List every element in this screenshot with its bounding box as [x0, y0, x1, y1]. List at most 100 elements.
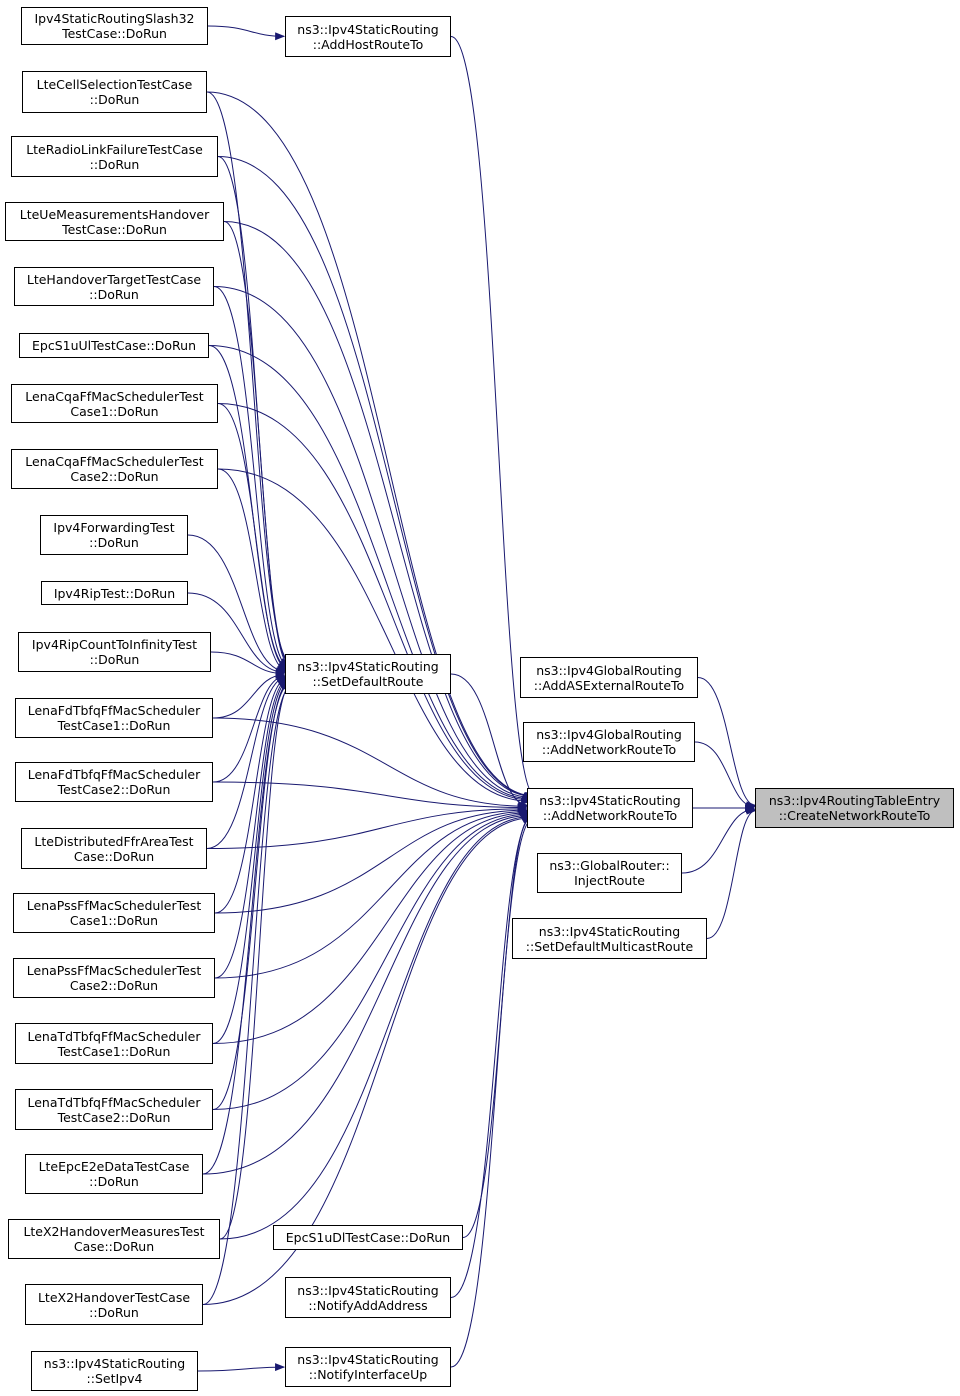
graph-node-label: Case2::DoRun — [69, 978, 159, 993]
graph-node-label: ::DoRun — [89, 92, 140, 107]
graph-node-label: EpcS1uDlTestCase::DoRun — [285, 1230, 451, 1245]
edge-uemeas-to-setdefault — [223, 221, 291, 669]
edge-cqa2-to-setdefault — [217, 468, 288, 674]
graph-node-label: ns3::Ipv4StaticRouting — [297, 1352, 439, 1367]
graph-node-rip[interactable]: Ipv4RipTest::DoRun — [41, 581, 188, 605]
graph-node-label: ns3::Ipv4RoutingTableEntry — [768, 793, 941, 808]
edge-x2ho-to-addnet — [202, 813, 533, 1305]
edge-x2meas-to-setdefault — [219, 681, 292, 1240]
edge-dffr-to-addnet — [206, 804, 528, 849]
graph-node-label: LteX2HandoverTestCase — [37, 1289, 191, 1305]
graph-node-label: ::DoRun — [89, 652, 140, 667]
graph-node-label: ::DoRun — [89, 535, 139, 550]
graph-node-label: Ipv4RipCountToInfinityTest — [31, 637, 198, 652]
graph-node-label: Ipv4ForwardingTest — [53, 520, 175, 535]
graph-node-addnet[interactable]: ns3::Ipv4StaticRouting::AddNetworkRouteT… — [527, 788, 693, 828]
graph-node-epcdl[interactable]: EpcS1uDlTestCase::DoRun — [273, 1225, 463, 1250]
graph-node-label: ::DoRun — [89, 156, 140, 172]
graph-node-label: ns3::Ipv4StaticRouting — [539, 793, 681, 808]
graph-node-label: ns3::Ipv4StaticRouting — [43, 1356, 186, 1371]
graph-node-epcul[interactable]: EpcS1uUlTestCase::DoRun — [19, 333, 209, 358]
edge-uemeas-to-addnet — [223, 221, 535, 801]
graph-node-label: LenaTdTbfqFfMacScheduler — [27, 1028, 201, 1044]
graph-node-setdefault[interactable]: ns3::Ipv4StaticRouting::SetDefaultRoute — [285, 654, 451, 694]
graph-node-ripinf[interactable]: Ipv4RipCountToInfinityTest::DoRun — [18, 632, 211, 672]
graph-node-gr_addnet[interactable]: ns3::Ipv4GlobalRouting::AddNetworkRouteT… — [523, 722, 695, 762]
edge-fwd-to-setdefault — [187, 534, 287, 676]
graph-node-fwd[interactable]: Ipv4ForwardingTest::DoRun — [40, 515, 188, 555]
graph-node-label: ::DoRun — [89, 286, 139, 302]
graph-node-notifyaddr[interactable]: ns3::Ipv4StaticRouting::NotifyAddAddress — [285, 1277, 451, 1318]
edge-rip-to-setdefault — [187, 592, 286, 677]
graph-node-rlf[interactable]: LteRadioLinkFailureTestCase::DoRun — [11, 136, 218, 177]
graph-node-cellsel[interactable]: LteCellSelectionTestCase::DoRun — [22, 71, 207, 113]
edge-addhost-to-addnet — [450, 36, 537, 800]
graph-node-label: Case1::DoRun — [70, 403, 159, 419]
graph-node-label: ::SetDefaultMulticastRoute — [525, 938, 694, 954]
graph-node-label: ns3::Ipv4StaticRouting — [297, 659, 439, 674]
graph-node-label: TestCase1::DoRun — [57, 1043, 171, 1059]
graph-node-label: LenaCqaFfMacSchedulerTest — [25, 454, 204, 469]
edge-dffr-to-setdefault — [206, 673, 288, 849]
graph-node-hotarget[interactable]: LteHandoverTargetTestCase::DoRun — [14, 267, 214, 306]
graph-node-label: ::DoRun — [89, 1304, 139, 1320]
graph-node-label: LteEpcE2eDataTestCase — [38, 1159, 190, 1174]
graph-node-label: LenaCqaFfMacSchedulerTest — [25, 388, 204, 404]
graph-node-label: Case::DoRun — [73, 848, 155, 864]
edge-notifyup-to-addnet — [450, 815, 534, 1368]
graph-node-e2e[interactable]: LteEpcE2eDataTestCase::DoRun — [25, 1154, 203, 1194]
graph-node-setmcast[interactable]: ns3::Ipv4StaticRouting::SetDefaultMultic… — [512, 918, 707, 959]
graph-node-label: Ipv4StaticRoutingSlash32 — [34, 11, 195, 26]
edge-hotarget-to-setdefault — [213, 286, 290, 671]
edge-td2-to-setdefault — [212, 678, 291, 1110]
edge-td1-to-setdefault — [212, 677, 290, 1044]
graph-node-label: LenaPssFfMacSchedulerTest — [26, 963, 202, 978]
graph-node-inject[interactable]: ns3::GlobalRouter::InjectRoute — [537, 853, 682, 893]
graph-node-label: ns3::Ipv4GlobalRouting — [536, 662, 682, 678]
graph-node-label: LenaFdTbfqFfMacScheduler — [27, 767, 201, 782]
graph-node-target[interactable]: ns3::Ipv4RoutingTableEntry::CreateNetwor… — [755, 788, 954, 828]
graph-node-label: ::NotifyInterfaceUp — [308, 1367, 428, 1382]
edge-pss1-to-addnet — [214, 806, 529, 914]
graph-node-label: ::AddNetworkRouteTo — [541, 742, 677, 757]
graph-node-label: ns3::Ipv4StaticRouting — [538, 923, 681, 939]
edge-x2ho-to-setdefault — [202, 682, 293, 1305]
graph-node-label: LenaTdTbfqFfMacScheduler — [27, 1094, 201, 1110]
graph-node-label: ::NotifyAddAddress — [308, 1297, 428, 1313]
graph-node-x2ho[interactable]: LteX2HandoverTestCase::DoRun — [25, 1284, 203, 1325]
edge-x2meas-to-addnet — [219, 812, 533, 1240]
graph-node-gr_asext[interactable]: ns3::Ipv4GlobalRouting::AddASExternalRou… — [520, 657, 698, 698]
graph-node-label: Case::DoRun — [73, 1239, 155, 1254]
edge-cellsel-to-addnet — [206, 91, 536, 800]
graph-node-label: ns3::GlobalRouter:: — [549, 858, 670, 873]
edge-e2e-to-addnet — [202, 811, 532, 1175]
graph-node-setipv4[interactable]: ns3::Ipv4StaticRouting::SetIpv4 — [31, 1351, 198, 1391]
graph-node-label: LteHandoverTargetTestCase — [26, 271, 202, 287]
edge-cqa1-to-setdefault — [217, 403, 289, 673]
graph-node-label: LteCellSelectionTestCase — [36, 77, 193, 92]
graph-node-addhost[interactable]: ns3::Ipv4StaticRouting::AddHostRouteTo — [285, 16, 451, 57]
edge-fd1-to-setdefault — [212, 670, 286, 719]
edge-setipv4-to-notifyup — [197, 1363, 286, 1372]
graph-node-label: LteRadioLinkFailureTestCase — [26, 141, 203, 157]
edge-fd1-to-addnet — [212, 717, 529, 811]
graph-node-label: ns3::Ipv4StaticRouting — [297, 21, 439, 37]
graph-node-notifyup[interactable]: ns3::Ipv4StaticRouting::NotifyInterfaceU… — [285, 1347, 451, 1387]
edge-pss2-to-setdefault — [214, 676, 289, 979]
graph-node-label: Case2::DoRun — [70, 469, 159, 484]
edge-hotarget-to-addnet — [213, 286, 534, 802]
edge-gr_addnet-to-target — [694, 741, 756, 811]
